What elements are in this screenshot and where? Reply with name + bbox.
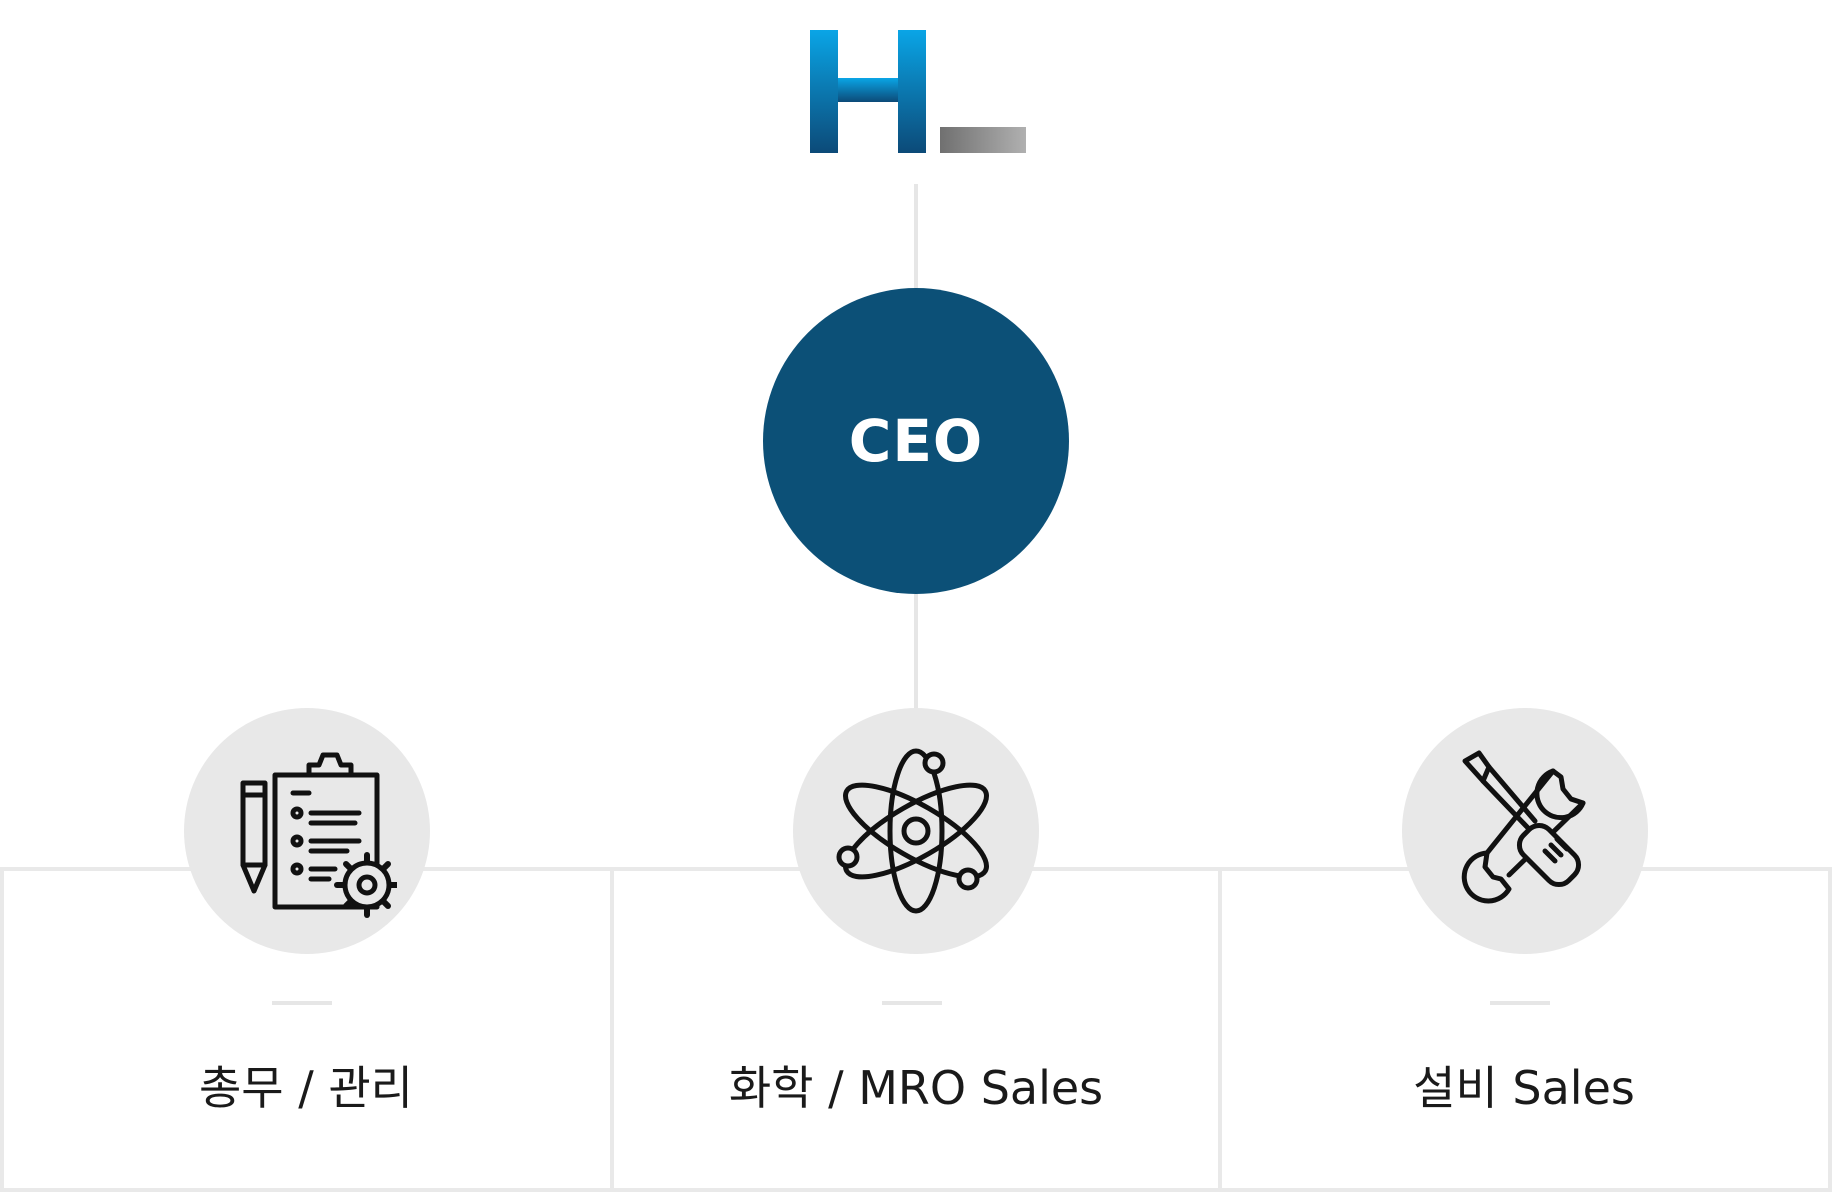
department-box-admin	[0, 871, 612, 1188]
department-dash-admin	[272, 1001, 332, 1005]
ceo-node: CEO	[763, 288, 1069, 594]
department-icon-circle-chemical	[793, 708, 1039, 954]
department-label-admin: 총무 / 관리	[198, 1061, 414, 1115]
department-box-equipment	[1218, 871, 1832, 1188]
atom-icon	[836, 748, 989, 914]
connector-logo-ceo	[914, 184, 918, 288]
department-dash-chemical	[882, 1001, 942, 1005]
wrench-screwdriver-icon	[1461, 750, 1586, 904]
department-icon-circle-admin	[184, 708, 430, 954]
department-box-chemical	[610, 871, 1220, 1188]
department-label-chemical: 화학 / MRO Sales	[728, 1061, 1104, 1115]
ceo-label: CEO	[848, 407, 984, 475]
clipboard-gear-icon	[240, 752, 397, 918]
connector-ceo-departments	[914, 594, 918, 710]
department-label-equipment: 설비 Sales	[1413, 1061, 1635, 1115]
company-logo	[810, 30, 1026, 153]
department-dash-equipment	[1490, 1001, 1550, 1005]
department-icon-circle-equipment	[1402, 708, 1648, 954]
